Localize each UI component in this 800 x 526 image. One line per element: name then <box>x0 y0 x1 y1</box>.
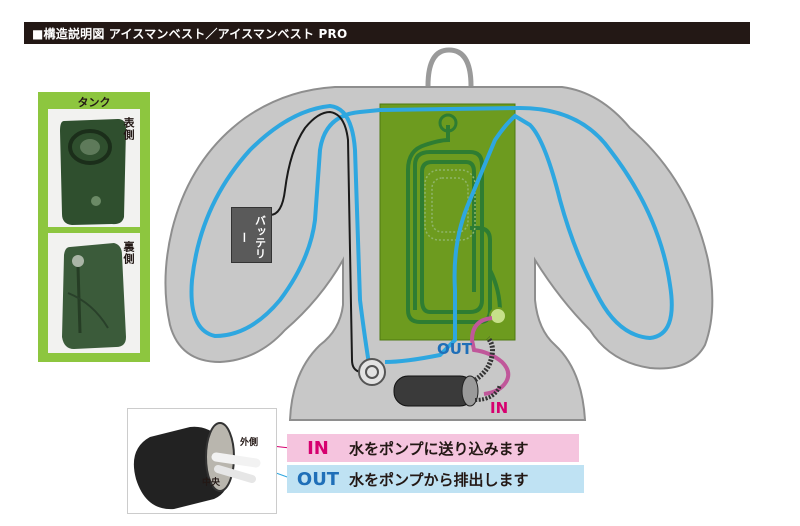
legend-out-text: 水をポンプから排出します <box>349 470 529 489</box>
battery-box: バッテリー <box>231 207 272 263</box>
pump-photo: 外側 中央 <box>127 408 277 514</box>
legend-in-row: IN 水をポンプに送り込みます <box>287 434 579 462</box>
tank-back-photo: 裏側 <box>48 233 140 353</box>
tank-cap-bottom <box>489 307 507 325</box>
pink-tube <box>469 316 511 396</box>
legend-in-key: IN <box>307 437 329 459</box>
tank-photo-panel: タンク 表側 裏側 <box>38 92 150 362</box>
power-wire <box>269 110 361 373</box>
diagram-in-label: IN <box>490 399 509 417</box>
tank-back-label: 裏側 <box>122 241 135 265</box>
legend-out-row: OUT 水をポンプから排出します <box>287 465 584 493</box>
tank-cap-top <box>438 113 458 133</box>
header-title: ■構造説明図 アイスマンベスト／アイスマンベスト PRO <box>32 27 348 41</box>
tank-title: タンク <box>77 96 111 109</box>
legend-out-key: OUT <box>296 468 340 490</box>
pump-center-label: 中央 <box>202 478 221 488</box>
hanger-loop <box>425 47 474 87</box>
tank-front-photo: 表側 <box>48 109 140 227</box>
tank-front-label: 表側 <box>122 117 135 141</box>
blue-tube <box>189 103 674 371</box>
battery-label: バッテリー <box>237 215 267 259</box>
legend-in-text: 水をポンプに送り込みます <box>349 439 529 458</box>
pump-connector <box>358 358 386 386</box>
pump-outer-label: 外側 <box>240 438 259 448</box>
header-bar: ■構造説明図 アイスマンベスト／アイスマンベスト PRO <box>24 22 750 44</box>
diagram-out-label: OUT <box>437 340 473 358</box>
